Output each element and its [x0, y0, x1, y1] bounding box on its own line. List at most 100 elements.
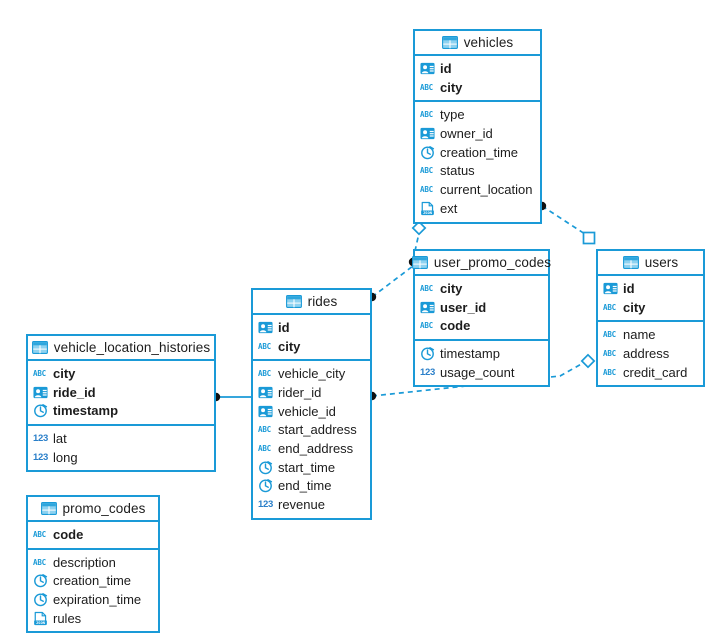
- column-row[interactable]: ABC city: [415, 279, 548, 298]
- column-row[interactable]: timestamp: [28, 401, 214, 420]
- table-header-user_promo_codes[interactable]: user_promo_codes: [411, 251, 552, 276]
- column-name: city: [440, 280, 463, 296]
- column-row[interactable]: rider_id: [253, 383, 370, 402]
- column-name: type: [440, 107, 465, 123]
- column-name: start_time: [278, 459, 336, 475]
- relationship-rides-user_promo_codes[interactable]: [367, 265, 414, 302]
- table-header-vehicle_location_histories[interactable]: vehicle_location_histories: [28, 336, 214, 361]
- column-row[interactable]: vehicle_id: [253, 402, 370, 421]
- table-header-vehicles[interactable]: vehicles: [415, 31, 540, 56]
- table-title: rides: [307, 294, 338, 309]
- table-header-promo_codes[interactable]: promo_codes: [28, 497, 158, 522]
- abc-icon: ABC: [420, 82, 433, 92]
- clock-icon: [33, 573, 48, 588]
- column-row[interactable]: 123 usage_count: [415, 363, 548, 382]
- column-row[interactable]: creation_time: [415, 143, 540, 162]
- column-row[interactable]: start_time: [253, 458, 370, 477]
- column-name: code: [440, 318, 471, 334]
- id-card-icon: [258, 404, 273, 419]
- column-name: id: [440, 60, 452, 76]
- abc-icon: ABC: [420, 321, 433, 331]
- id-card-icon: [420, 300, 435, 315]
- column-name: expiration_time: [53, 591, 142, 607]
- column-name: vehicle_id: [278, 403, 336, 419]
- column-name: ride_id: [53, 384, 96, 400]
- column-name: creation_time: [53, 573, 132, 589]
- column-row[interactable]: owner_id: [415, 124, 540, 143]
- table-header-rides[interactable]: rides: [253, 290, 370, 315]
- table-title: promo_codes: [62, 501, 146, 516]
- clock-icon: [258, 478, 273, 493]
- relationship-vehicles-users[interactable]: [537, 201, 596, 245]
- table-grid-icon: [411, 256, 428, 269]
- abc-icon: ABC: [258, 369, 271, 379]
- id-card-icon: [33, 385, 48, 400]
- columns-section: timestamp 123 usage_count: [415, 341, 548, 385]
- column-row[interactable]: end_time: [253, 477, 370, 496]
- relationship-vehicle_location_histories-rides[interactable]: [211, 392, 251, 402]
- column-row[interactable]: ABC end_address: [253, 439, 370, 458]
- abc-icon: ABC: [258, 443, 271, 453]
- column-name: current_location: [440, 181, 533, 197]
- column-name: timestamp: [440, 345, 500, 361]
- column-name: city: [278, 338, 301, 354]
- relationship-line: [541, 205, 589, 237]
- column-name: end_address: [278, 440, 354, 456]
- column-row[interactable]: ABC code: [415, 316, 548, 335]
- id-card-icon: [258, 320, 273, 335]
- column-name: status: [440, 163, 475, 179]
- 123-icon: 123: [258, 499, 273, 511]
- table-title: user_promo_codes: [433, 255, 552, 270]
- column-name: id: [623, 280, 635, 296]
- column-row[interactable]: id: [415, 59, 540, 78]
- column-name: ext: [440, 200, 458, 216]
- column-row[interactable]: user_id: [415, 298, 548, 317]
- column-name: id: [278, 319, 290, 335]
- clock-icon: [33, 403, 48, 418]
- column-row[interactable]: expiration_time: [28, 590, 158, 609]
- column-name: rider_id: [278, 384, 322, 400]
- column-name: usage_count: [440, 364, 515, 380]
- column-row[interactable]: creation_time: [28, 571, 158, 590]
- column-row[interactable]: timestamp: [415, 344, 548, 363]
- column-row[interactable]: ride_id: [28, 383, 214, 402]
- table-header-users[interactable]: users: [598, 251, 703, 276]
- column-row[interactable]: id: [253, 318, 370, 337]
- 123-icon: 123: [420, 366, 435, 378]
- column-row[interactable]: id: [598, 279, 703, 298]
- abc-icon: ABC: [420, 283, 433, 293]
- table-grid-icon: [40, 502, 57, 515]
- column-name: code: [53, 526, 84, 542]
- id-card-icon: [603, 281, 618, 296]
- column-name: creation_time: [440, 144, 519, 160]
